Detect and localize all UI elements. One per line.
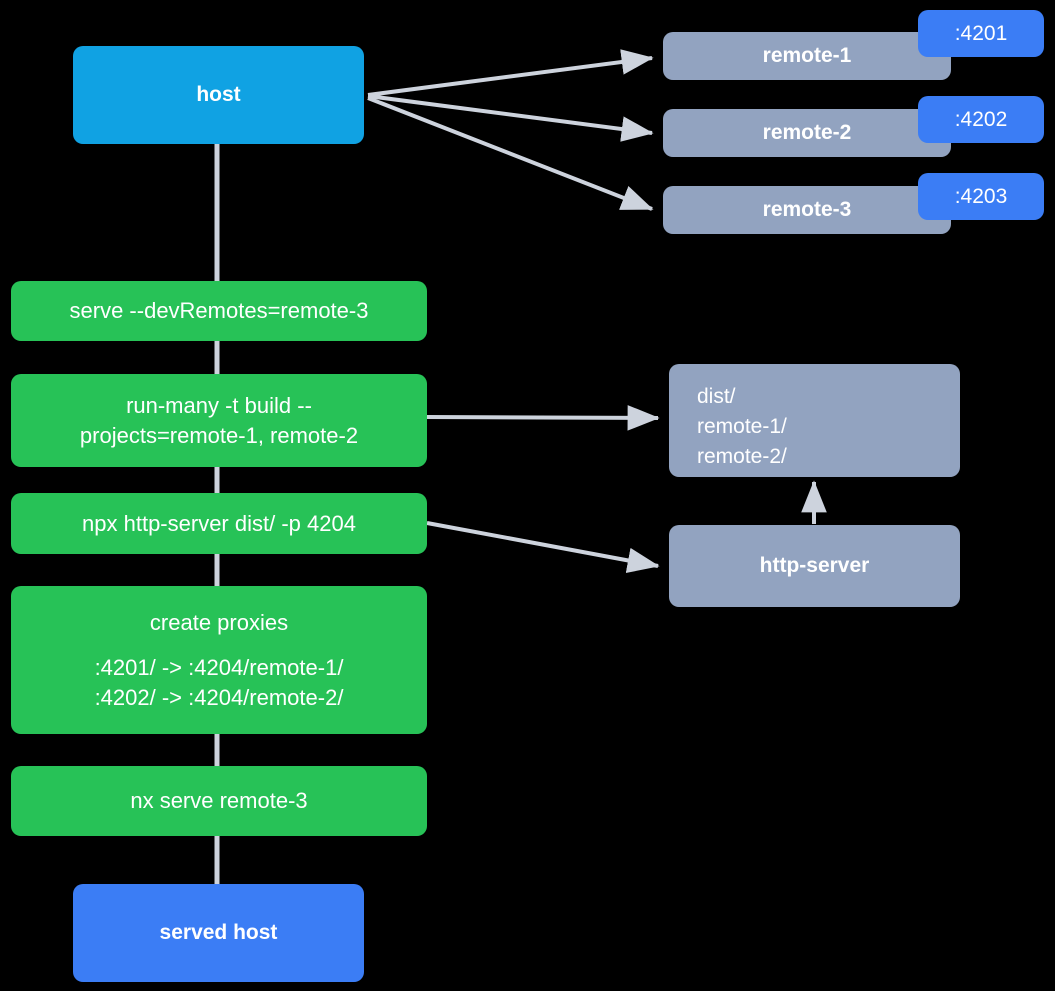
node-remote-1-label: remote-1 — [762, 44, 852, 68]
node-dist-root-label: dist/ — [697, 385, 736, 408]
node-remote-2[interactable]: remote-2 — [663, 109, 951, 157]
node-npx-http-server[interactable]: npx http-server dist/ -p 4204 — [11, 493, 427, 554]
edge-host-to-remote-1 — [367, 49, 654, 97]
node-host-label: host — [196, 83, 241, 107]
node-serve-command-label: serve --devRemotes=remote-3 — [69, 298, 369, 324]
port-badge-remote-1: :4201 — [918, 10, 1044, 57]
node-served-host-label: served host — [159, 921, 278, 945]
node-dist-folder[interactable]: dist/ remote-1/ remote-2/ — [669, 364, 960, 477]
edge-host-to-remote-3 — [367, 96, 654, 211]
node-run-many[interactable]: run-many -t build -- projects=remote-1, … — [11, 374, 427, 467]
node-npx-http-server-label: npx http-server dist/ -p 4204 — [82, 510, 356, 536]
node-run-many-label: run-many -t build -- projects=remote-1, … — [79, 393, 359, 448]
node-served-host[interactable]: served host — [73, 884, 364, 982]
node-dist-child-2-label: remote-2/ — [697, 444, 787, 468]
node-http-server[interactable]: http-server — [669, 525, 960, 607]
node-remote-1[interactable]: remote-1 — [663, 32, 951, 80]
node-host[interactable]: host — [73, 46, 364, 144]
edge-npx-to-http-server — [426, 521, 660, 574]
port-badge-remote-2: :4202 — [918, 96, 1044, 143]
port-badge-remote-3: :4203 — [918, 173, 1044, 220]
node-http-server-label: http-server — [759, 554, 870, 578]
edge-host-to-remote-2 — [367, 94, 654, 142]
node-remote-2-label: remote-2 — [762, 121, 852, 145]
port-badge-remote-3-label: :4203 — [954, 184, 1008, 208]
port-badge-remote-2-label: :4202 — [954, 107, 1008, 131]
node-create-proxies[interactable]: create proxies :4201/ -> :4204/remote-1/… — [11, 586, 427, 734]
node-create-proxies-title: create proxies — [149, 610, 289, 636]
node-dist-child-1-label: remote-1/ — [697, 414, 787, 438]
node-remote-3-label: remote-3 — [762, 198, 852, 222]
node-create-proxies-mapping-2: :4202/ -> :4204/remote-2/ — [94, 684, 344, 710]
edge-run-many-to-dist — [426, 405, 660, 431]
node-nx-serve-remote-3[interactable]: nx serve remote-3 — [11, 766, 427, 836]
node-remote-3[interactable]: remote-3 — [663, 186, 951, 234]
node-create-proxies-mapping-1: :4201/ -> :4204/remote-1/ — [94, 655, 344, 681]
port-badge-remote-1-label: :4201 — [954, 21, 1008, 45]
node-nx-serve-remote-3-label: nx serve remote-3 — [130, 788, 308, 814]
node-serve-command[interactable]: serve --devRemotes=remote-3 — [11, 281, 427, 341]
